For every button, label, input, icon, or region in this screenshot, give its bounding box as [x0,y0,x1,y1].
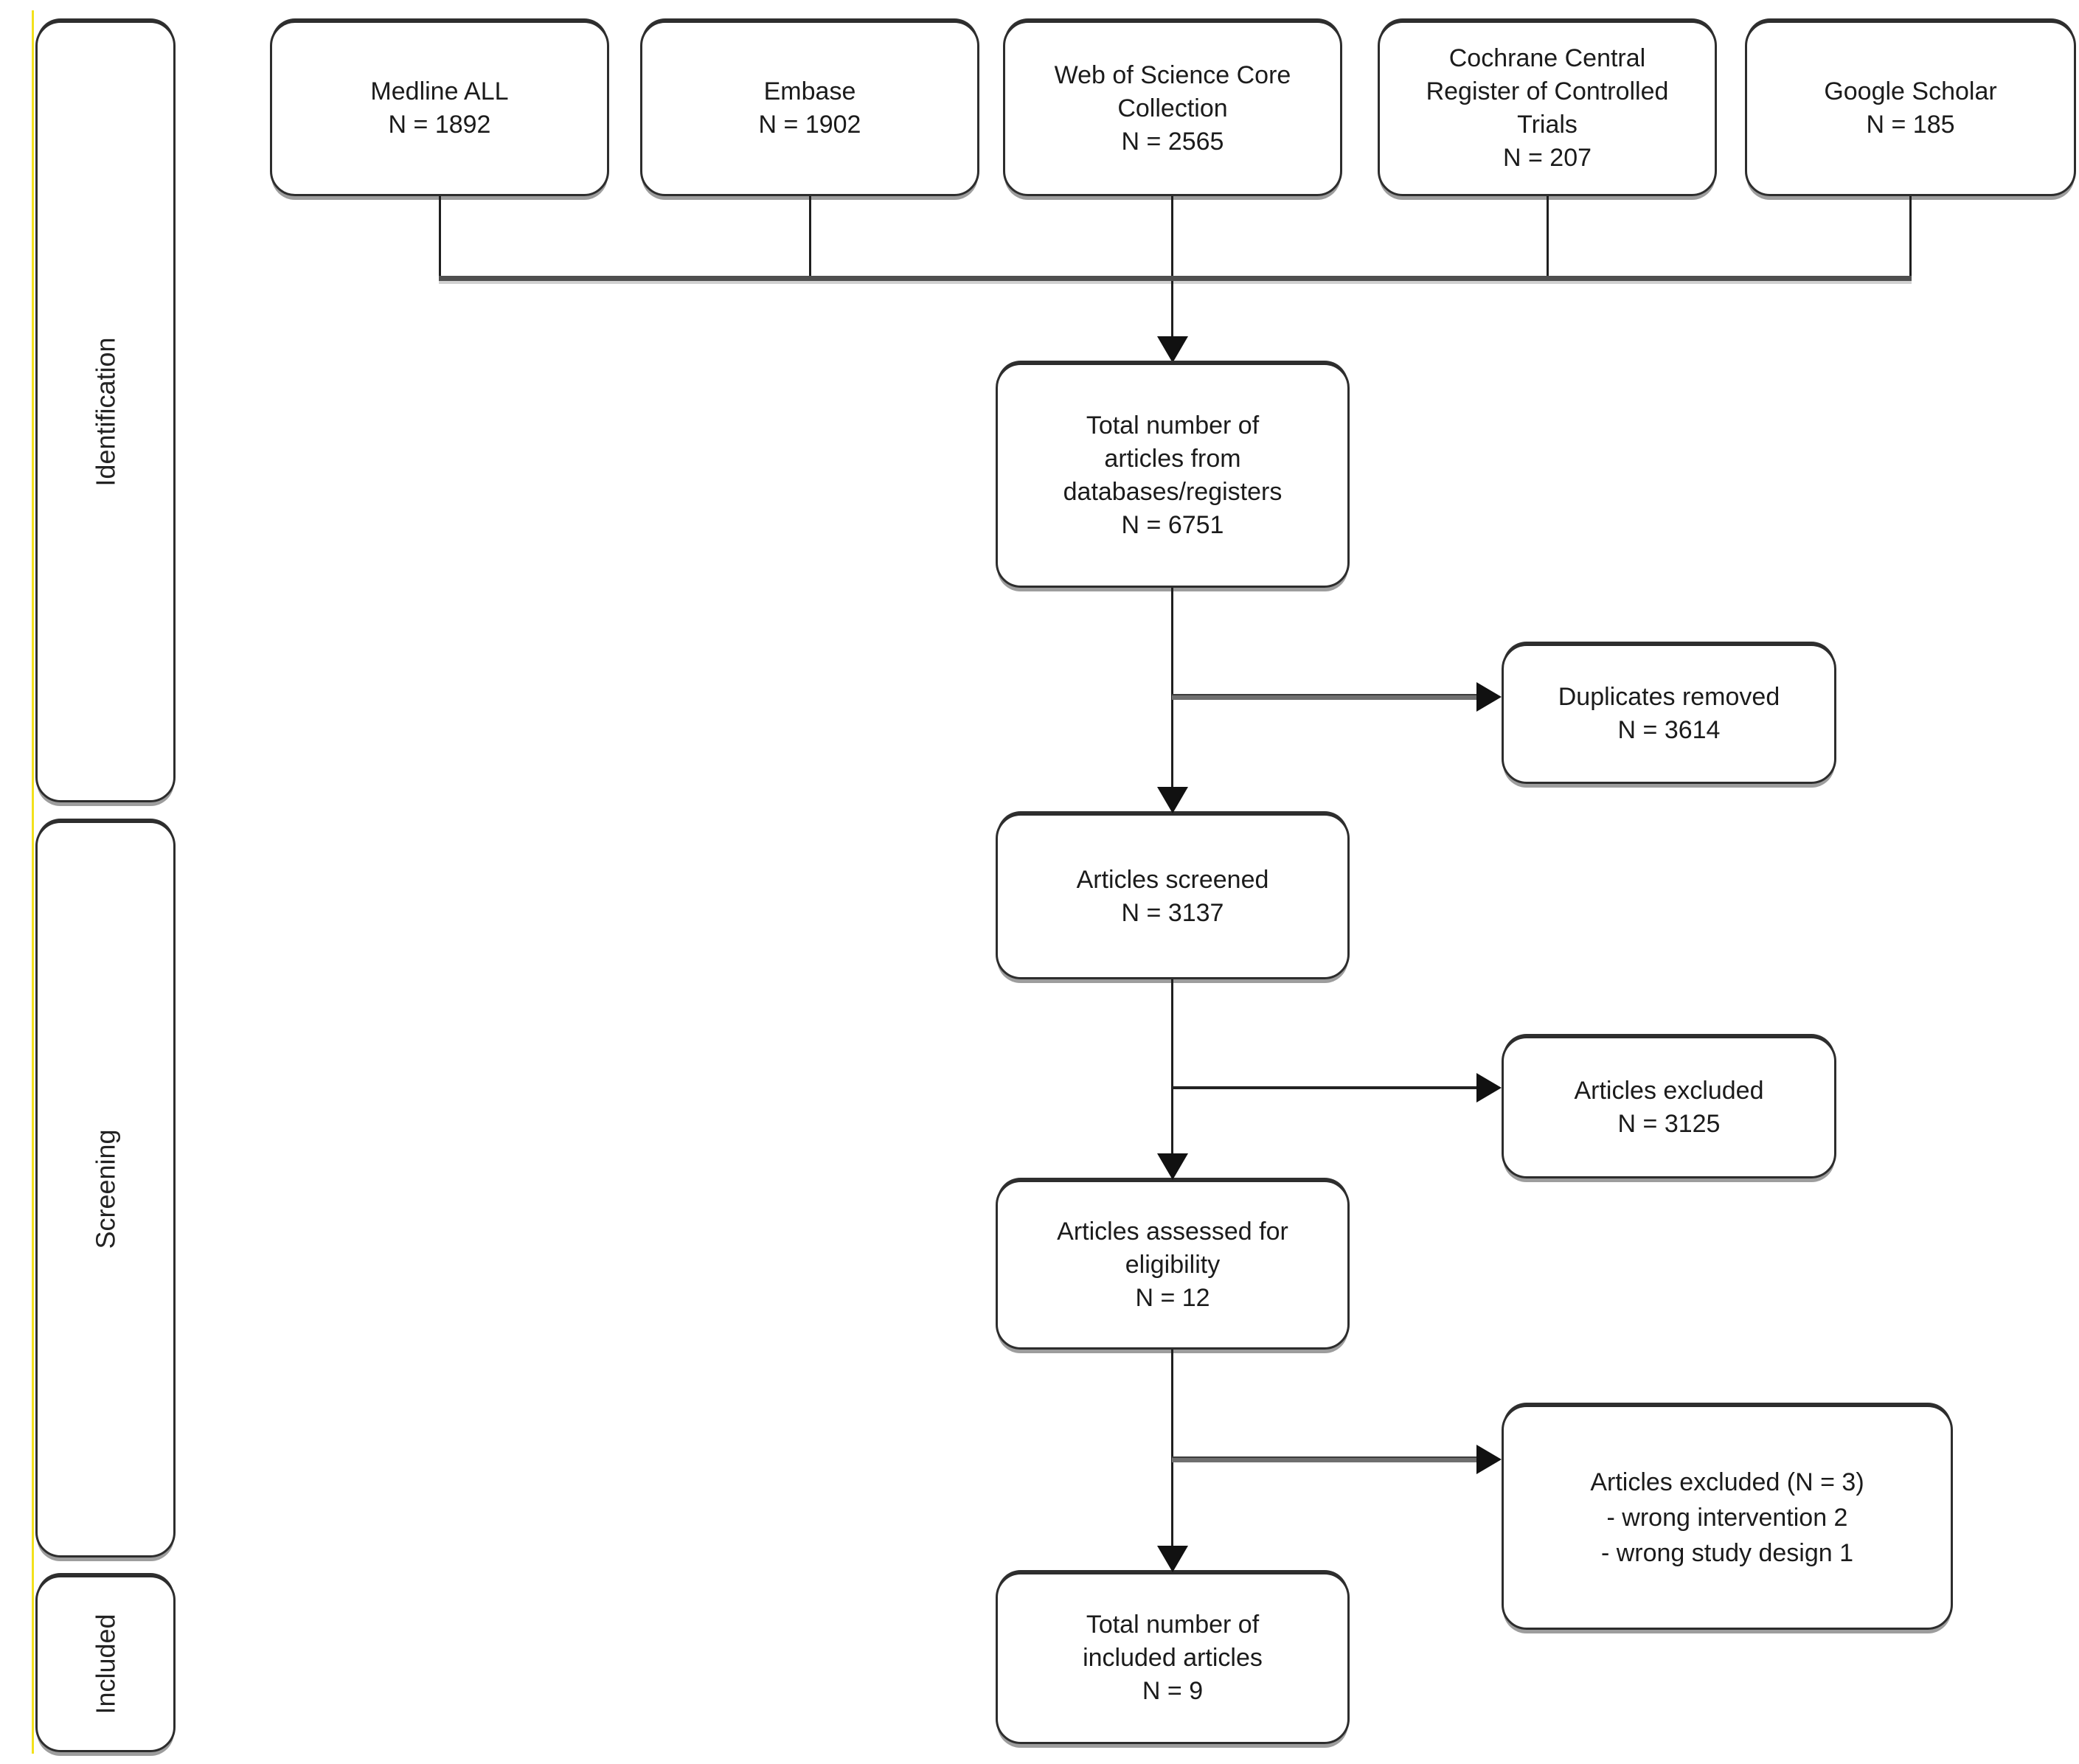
flow-label: Articles screened [1076,865,1269,894]
source-name: Cochrane Central Register of Controlled … [1426,44,1669,139]
connector-assessed-to-included [1171,1350,1173,1546]
exclusion-reason: - wrong intervention 2 [1606,1503,1848,1532]
arrowhead-down-assessed [1157,1153,1188,1180]
exclusion-label: Articles excluded (N = 3) [1590,1468,1864,1496]
flow-box-screened: Articles screened N = 3137 [996,813,1350,979]
connector-collector-line [439,276,1912,281]
connector-stub-medline [439,196,441,277]
stage-band-included: Included [35,1575,176,1752]
arrowhead-down-included [1157,1546,1188,1572]
stage-label-included: Included [90,1613,121,1715]
source-box-cochrane-central: Cochrane Central Register of Controlled … [1378,21,1717,196]
arrowhead-right-duplicates [1476,682,1502,712]
exclusion-box-eligibility: Articles excluded (N = 3) - wrong interv… [1502,1405,1953,1630]
flow-count: N = 9 [1142,1677,1204,1705]
source-name: Medline ALL [370,77,509,105]
connector-stub-google-scholar [1909,196,1912,277]
exclusion-box-duplicates: Duplicates removed N = 3614 [1502,644,1836,784]
source-box-web-of-science: Web of Science Core Collection N = 2565 [1003,21,1342,196]
source-count: N = 185 [1866,111,1955,139]
flow-box-total-identified: Total number of articles from databases/… [996,363,1350,588]
flow-box-included: Total number of included articles N = 9 [996,1572,1350,1744]
arrowhead-right-excluded-screening [1476,1073,1502,1102]
exclusion-count: N = 3614 [1617,716,1721,744]
connector-screened-to-assessed [1171,979,1173,1153]
exclusion-label: Duplicates removed [1558,683,1780,711]
source-box-medline-all: Medline ALL N = 1892 [270,21,609,196]
arrowhead-right-excluded-eligibility [1476,1445,1502,1474]
source-count: N = 207 [1502,144,1592,172]
flow-label: Total number of articles from databases/… [1063,411,1283,506]
stage-band-identification: Identification [35,21,176,802]
stage-label-screening: Screening [90,1129,121,1249]
flow-box-assessed: Articles assessed for eligibility N = 12 [996,1180,1350,1350]
source-name: Embase [763,77,856,105]
source-name: Web of Science Core Collection [1054,60,1291,122]
flow-count: N = 6751 [1121,510,1224,539]
flow-count: N = 12 [1135,1283,1210,1312]
connector-branch-excluded-eligibility [1172,1456,1476,1462]
source-count: N = 1902 [758,111,861,139]
connector-stub-web-of-science [1171,196,1173,277]
connector-branch-duplicates [1172,694,1476,700]
arrowhead-down-screened [1157,787,1188,813]
source-name: Google Scholar [1824,77,1997,105]
connector-branch-excluded-screening [1172,1086,1476,1089]
source-count: N = 2565 [1121,127,1224,156]
exclusion-reason: - wrong study design 1 [1600,1538,1854,1567]
flow-label: Total number of included articles [1083,1611,1263,1672]
flow-count: N = 3137 [1121,898,1224,927]
canvas-edge-guide-line [32,10,34,1754]
arrowhead-down-total-identified [1157,336,1188,363]
stage-label-identification: Identification [90,336,121,487]
connector-stub-cochrane [1547,196,1549,277]
flow-label: Articles assessed for eligibility [1057,1217,1288,1279]
exclusion-box-screened: Articles excluded N = 3125 [1502,1036,1836,1178]
connector-stub-embase [809,196,811,277]
source-box-google-scholar: Google Scholar N = 185 [1745,21,2076,196]
source-box-embase: Embase N = 1902 [640,21,979,196]
connector-total-to-screened [1171,588,1173,787]
stage-band-screening: Screening [35,821,176,1558]
exclusion-label: Articles excluded [1574,1076,1764,1105]
source-count: N = 1892 [388,111,491,139]
connector-drop-to-total-identified [1171,281,1173,337]
exclusion-count: N = 3125 [1617,1109,1721,1138]
